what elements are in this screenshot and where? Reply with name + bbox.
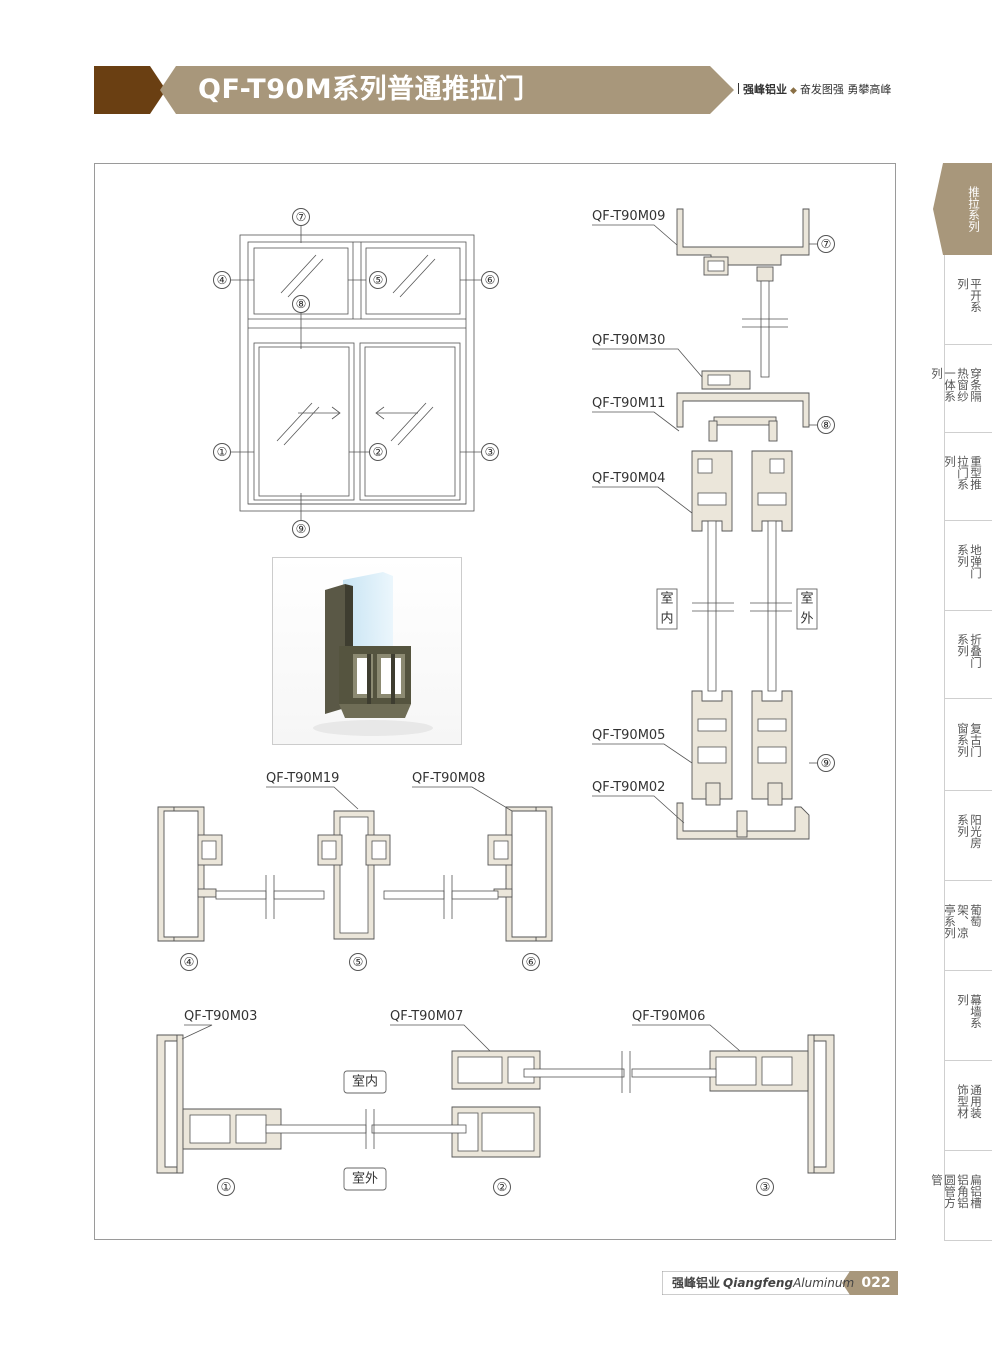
label-indoor: 室内 <box>343 1070 387 1094</box>
diamond-icon: ◆ <box>790 86 797 96</box>
header-banner <box>94 66 734 114</box>
code-QF-T90M05: QF-T90M05 <box>592 728 665 743</box>
svg-text:⑤: ⑤ <box>353 955 364 969</box>
svg-text:⑨: ⑨ <box>296 522 307 536</box>
svg-text:⑧: ⑧ <box>821 418 832 432</box>
profile-product-image <box>272 557 462 745</box>
tab-decor-profiles[interactable]: 通用装饰型材 <box>944 1061 992 1151</box>
svg-text:②: ② <box>497 1180 508 1194</box>
tab-pergola-series[interactable]: 葡萄架、凉亭系列 <box>943 881 992 971</box>
footer-brand-en: Aluminum <box>793 1276 855 1290</box>
svg-text:⑥: ⑥ <box>485 273 496 287</box>
code-QF-T90M02: QF-T90M02 <box>592 780 665 795</box>
horizontal-marker-2: ② <box>493 1178 511 1196</box>
horizontal-section: QF-T90M03 QF-T90M07 QF-T90M06 室内 室外 ① ② … <box>156 1009 835 1196</box>
tab-flat-bar-tubes[interactable]: 扁铝槽铝角铝圆管方管 <box>930 1151 992 1241</box>
transom-section: QF-T90M19 QF-T90M08 ④ ⑤ ⑥ <box>157 771 553 971</box>
section-marker-8: ⑧ <box>817 416 835 434</box>
code-QF-T90M09: QF-T90M09 <box>592 209 665 224</box>
elevation-marker-7: ⑦ <box>292 208 310 226</box>
svg-text:外: 外 <box>800 612 813 627</box>
elevation-marker-1: ① <box>213 443 231 461</box>
svg-text:室: 室 <box>660 591 673 607</box>
elevation-marker-6: ⑥ <box>481 271 499 289</box>
svg-text:①: ① <box>217 445 228 459</box>
svg-text:室内: 室内 <box>352 1074 378 1090</box>
elevation-marker-8: ⑧ <box>292 295 310 313</box>
elevation-marker-2: ② <box>369 443 387 461</box>
transom-marker-5: ⑤ <box>349 953 367 971</box>
elevation-marker-5: ⑤ <box>369 271 387 289</box>
code-QF-T90M06: QF-T90M06 <box>632 1009 705 1024</box>
code-QF-T90M04: QF-T90M04 <box>592 471 665 486</box>
motto: 奋发图强 勇攀高峰 <box>799 83 892 96</box>
section-marker-9: ⑨ <box>817 754 835 772</box>
page-number: 022 <box>861 1275 891 1291</box>
elevation-marker-3: ③ <box>481 443 499 461</box>
svg-text:⑦: ⑦ <box>296 210 307 224</box>
svg-text:⑧: ⑧ <box>296 297 307 311</box>
code-QF-T90M11: QF-T90M11 <box>592 396 665 411</box>
label-outdoor: 室外 <box>343 1167 387 1191</box>
transom-marker-6: ⑥ <box>522 953 540 971</box>
svg-text:室外: 室外 <box>352 1171 378 1187</box>
elevation-marker-4: ④ <box>213 271 231 289</box>
brand-slogan: 强峰铝业◆奋发图强 勇攀高峰 <box>738 80 891 100</box>
door-elevation: ⑦ ④ ⑤ ⑥ ⑧ ① ② ③ ⑨ <box>213 208 499 538</box>
content-frame <box>94 163 896 1240</box>
page-title: QF-T90M系列普通推拉门 <box>198 74 525 105</box>
svg-text:③: ③ <box>485 445 496 459</box>
tab-thermal-break-series[interactable]: 穿条隔热窗纱一体系列 <box>930 345 992 433</box>
tab-folding-door[interactable]: 折叠门系列 <box>944 611 992 699</box>
technical-drawing: ⑦ ④ ⑤ ⑥ ⑧ ① ② ③ ⑨ <box>156 208 835 1196</box>
label-indoor-vertical: 室 内 <box>656 588 678 630</box>
svg-text:⑤: ⑤ <box>373 273 384 287</box>
footer-brand-en-bold: Qiangfeng <box>723 1276 794 1290</box>
svg-text:⑥: ⑥ <box>526 955 537 969</box>
tab-retro-series[interactable]: 复古门窗系列 <box>944 699 992 791</box>
transom-marker-4: ④ <box>180 953 198 971</box>
tab-sunroom-series[interactable]: 阳光房系列 <box>944 791 992 881</box>
footer-brand-cn: 强峰铝业 <box>672 1276 721 1290</box>
tab-casement-series[interactable]: 平开系列 <box>944 255 992 345</box>
code-QF-T90M03: QF-T90M03 <box>184 1009 257 1024</box>
elevation-marker-9: ⑨ <box>292 520 310 538</box>
svg-text:②: ② <box>373 445 384 459</box>
active-tab-shape <box>933 163 992 255</box>
code-QF-T90M07: QF-T90M07 <box>390 1009 463 1024</box>
svg-text:⑨: ⑨ <box>821 756 832 770</box>
vertical-section: QF-T90M09 QF-T90M30 QF-T90M11 QF-T90M04 … <box>592 208 835 840</box>
svg-text:③: ③ <box>760 1180 771 1194</box>
tab-heavy-sliding-door[interactable]: 重型推拉门系列 <box>943 433 992 521</box>
tab-floor-spring-door[interactable]: 地弹门系列 <box>944 521 992 611</box>
tab-curtain-wall[interactable]: 幕墙系列 <box>944 971 992 1061</box>
footer-bar <box>662 1271 898 1295</box>
code-QF-T90M30: QF-T90M30 <box>592 333 665 348</box>
brand-name: 强峰铝业 <box>743 83 787 96</box>
horizontal-marker-1: ① <box>217 1178 235 1196</box>
horizontal-marker-3: ③ <box>756 1178 774 1196</box>
svg-text:④: ④ <box>217 273 228 287</box>
svg-text:④: ④ <box>184 955 195 969</box>
code-QF-T90M08: QF-T90M08 <box>412 771 485 786</box>
tab-sliding-series[interactable]: 推拉系列 <box>967 186 981 232</box>
label-outdoor-vertical: 室 外 <box>796 588 818 630</box>
code-QF-T90M19: QF-T90M19 <box>266 771 339 786</box>
section-marker-7: ⑦ <box>817 235 835 253</box>
svg-text:内: 内 <box>660 611 673 627</box>
svg-text:室: 室 <box>800 591 813 607</box>
svg-text:①: ① <box>221 1180 232 1194</box>
svg-text:⑦: ⑦ <box>821 237 832 251</box>
